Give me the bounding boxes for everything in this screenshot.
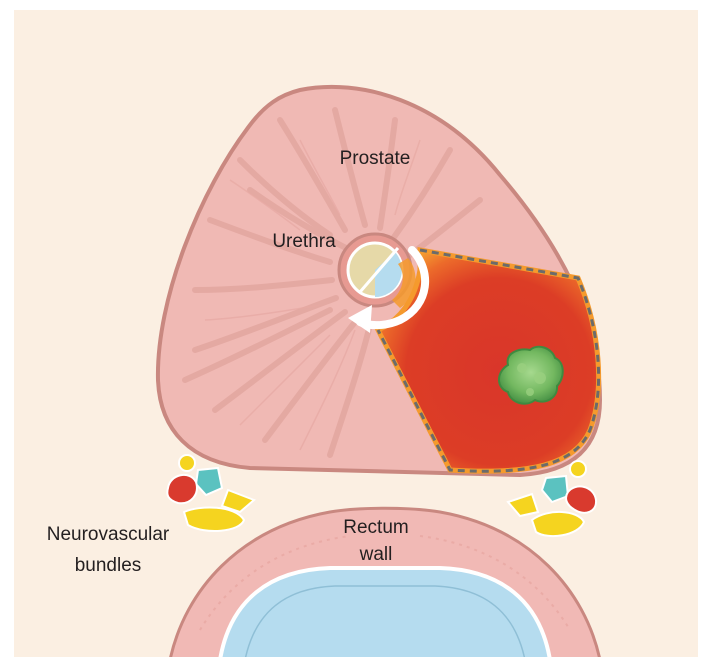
neurovascular-label-line2: bundles bbox=[75, 555, 142, 576]
tumor bbox=[499, 347, 563, 404]
rectum-lumen bbox=[220, 568, 550, 657]
urethra-label: Urethra bbox=[272, 231, 336, 252]
neurovascular-label-line1: Neurovascular bbox=[47, 524, 170, 545]
prostate-label: Prostate bbox=[340, 148, 411, 169]
rectum-label-line1: Rectum bbox=[343, 517, 408, 538]
rectum-label-line2: wall bbox=[359, 544, 393, 565]
